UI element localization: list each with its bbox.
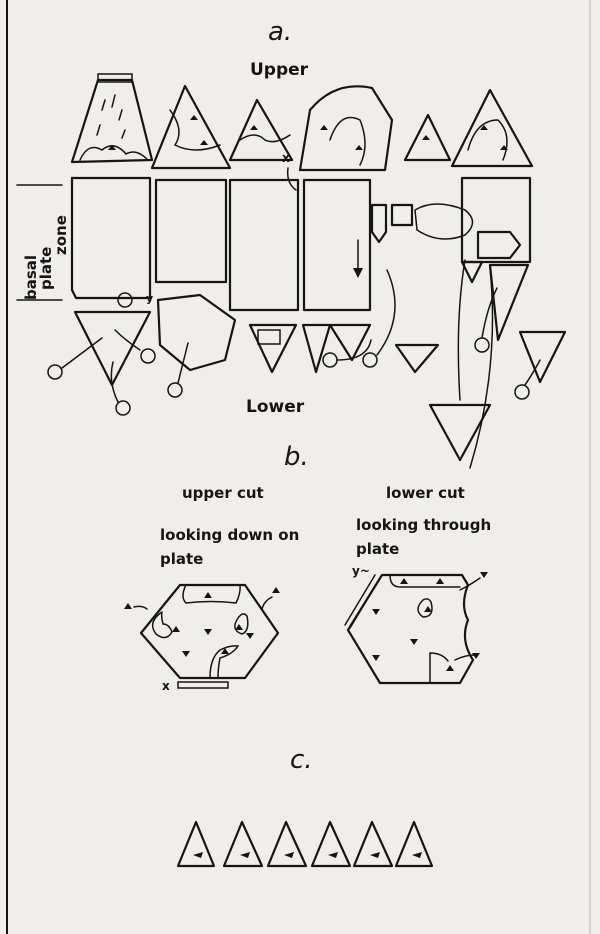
upper-plate-6	[450, 88, 534, 168]
inclusion	[239, 134, 291, 143]
lower-plate-small	[460, 260, 484, 284]
lower-cut-title: lower cut	[386, 484, 465, 502]
marker-y-lower: y~	[352, 564, 370, 578]
panel-b-label: b.	[284, 442, 309, 472]
inclusion	[79, 145, 149, 161]
basal-plate-2	[154, 178, 228, 284]
lower-plate-4a	[301, 323, 332, 374]
lower-plates	[73, 260, 567, 462]
plate-cap	[97, 73, 133, 83]
lower-cut-caption-line2: plate	[356, 540, 399, 558]
basal-plate-6	[460, 176, 532, 264]
triangle-6	[394, 820, 434, 868]
lower-plate-6a	[488, 263, 530, 342]
lower-plate-1	[73, 310, 152, 387]
basal-plate-6b	[476, 230, 522, 260]
basal-plate-4	[302, 178, 372, 312]
upper-label: Upper	[250, 60, 309, 80]
inclusion	[329, 116, 366, 166]
triangle-3	[266, 820, 308, 868]
basal-plate-5b	[390, 203, 414, 227]
basal-fragment	[414, 203, 474, 240]
inclusion	[169, 109, 221, 151]
zone-word-zone: zone	[52, 215, 70, 255]
basal-plate-1	[70, 176, 152, 300]
upper-plate-4	[298, 85, 394, 172]
basal-plates	[70, 176, 532, 312]
upper-plates	[70, 73, 534, 172]
upper-plate-3	[228, 98, 294, 162]
inclusion	[467, 119, 508, 161]
lower-plate-detached	[428, 403, 492, 462]
lower-cut-hexagon: y~	[344, 564, 488, 685]
basal-zone-bracket: basal plate zone	[16, 184, 70, 301]
upper-cut-caption-line1: looking down on	[160, 526, 299, 544]
lower-plate-4b	[328, 323, 372, 362]
basal-plate-3	[228, 178, 300, 312]
lower-plate-3	[248, 323, 298, 374]
upper-plate-1	[70, 78, 154, 164]
marker-x-lower: x	[162, 679, 170, 693]
upper-cut-hexagon: x	[124, 583, 280, 693]
upper-cut-caption-line2: plate	[160, 550, 203, 568]
upper-plate-5	[403, 113, 452, 162]
panel-c-triangles	[176, 820, 434, 868]
panel-c-label: c.	[290, 745, 313, 775]
lower-plate-2	[156, 293, 237, 372]
lower-label: Lower	[246, 397, 305, 417]
triangle-1	[176, 820, 216, 868]
zone-word-plate: plate	[37, 247, 55, 290]
basal-plate-5a	[370, 203, 388, 244]
upper-plate-2	[150, 84, 232, 170]
lower-plate-5	[394, 343, 440, 374]
marker-y: y	[146, 292, 153, 305]
upper-marks	[108, 115, 508, 150]
upper-cut-title: upper cut	[182, 484, 264, 502]
pointer-lines	[47, 239, 541, 469]
marker-x: x	[282, 151, 290, 165]
lower-cut-caption-line1: looking through	[356, 516, 491, 534]
zone-word-basal: basal	[22, 255, 40, 300]
hatching	[96, 94, 126, 139]
triangle-4	[310, 820, 352, 868]
lower-plate-6b	[518, 330, 567, 384]
triangle-2	[222, 820, 264, 868]
panel-a-label: a.	[268, 17, 292, 47]
triangle-5	[352, 820, 394, 868]
